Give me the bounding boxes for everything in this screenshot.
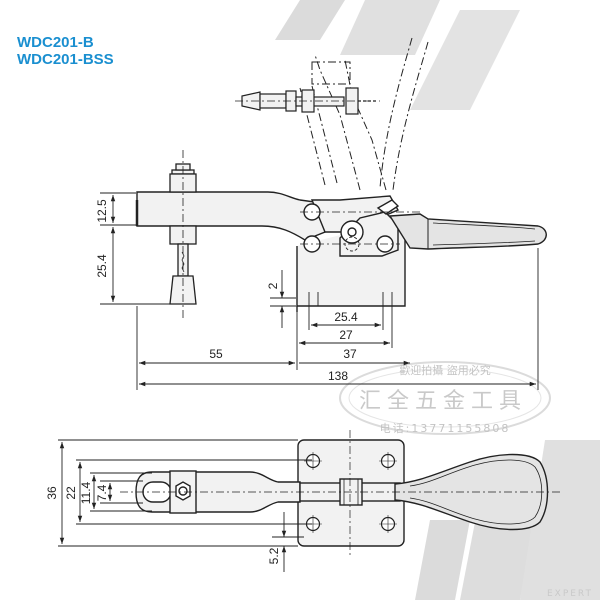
dim-12-5: 12.5 <box>95 199 109 223</box>
side-view <box>135 37 547 318</box>
dim-27: 27 <box>339 328 353 342</box>
model-label-1: WDC201-B <box>17 34 94 51</box>
dim-22: 22 <box>64 486 78 500</box>
dimensions-plan-view <box>58 439 312 572</box>
dim-55: 55 <box>209 347 223 361</box>
handle <box>388 213 547 250</box>
dim-25-4-holes: 25.4 <box>334 310 358 324</box>
watermark-brand: 汇全五金工具 <box>359 389 527 414</box>
watermark-phone: 电话:13771155808 <box>380 422 511 435</box>
plan-view <box>120 430 560 556</box>
dimensions-side-view <box>100 192 539 390</box>
clamp-arm <box>136 191 326 241</box>
watermark-expert: EXPERT <box>547 589 593 599</box>
plan-handle <box>394 453 549 531</box>
dim-25-4-height: 25.4 <box>95 254 109 278</box>
phantom-open-position <box>299 37 429 191</box>
spindle <box>169 150 197 318</box>
mounting-holes <box>304 452 397 533</box>
dim-11-4: 11.4 <box>79 481 93 504</box>
linkage <box>303 195 400 257</box>
watermark-slogan: 歡迎拍攝 盜用必究 <box>399 363 491 377</box>
dim-7-4: 7.4 <box>95 484 109 501</box>
dim-138: 138 <box>328 369 348 383</box>
model-label-2: WDC201-BSS <box>17 51 114 68</box>
dim-36: 36 <box>45 486 59 500</box>
dim-2: 2 <box>266 282 280 289</box>
dim-5-2: 5.2 <box>267 547 281 564</box>
watermark: 歡迎拍攝 盜用必究 汇全五金工具 电话:13771155808 EXPERT <box>275 0 600 600</box>
phantom-spindle <box>235 87 380 115</box>
dim-37: 37 <box>343 347 357 361</box>
